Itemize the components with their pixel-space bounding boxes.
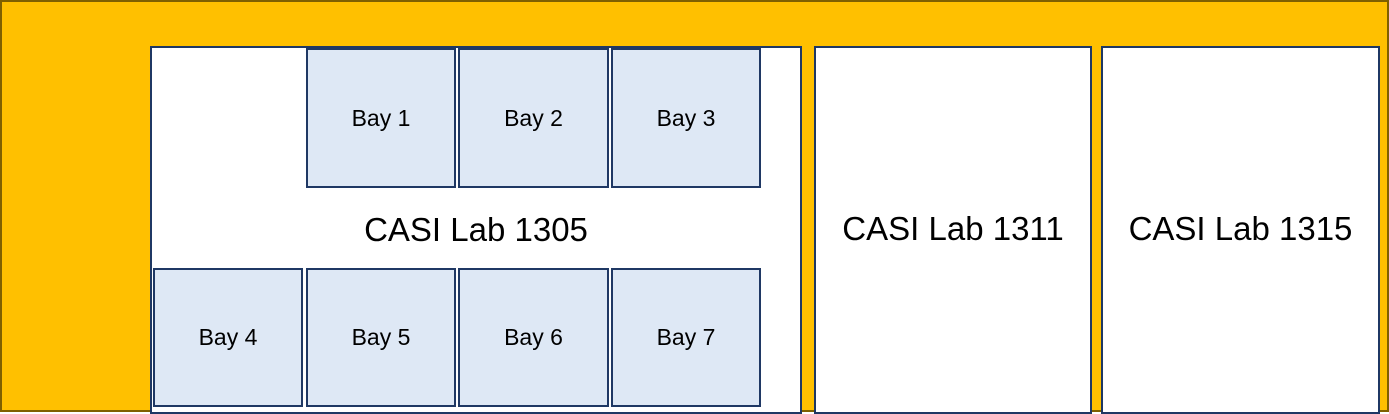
bay-1: Bay 1 bbox=[306, 48, 456, 188]
bay-4: Bay 4 bbox=[153, 268, 303, 407]
bay-6: Bay 6 bbox=[458, 268, 609, 407]
bay-label: Bay 7 bbox=[656, 324, 716, 350]
bay-label: Bay 3 bbox=[656, 104, 716, 131]
bay-3: Bay 3 bbox=[611, 48, 761, 188]
bay-7: Bay 7 bbox=[611, 268, 761, 407]
room-label: CASI Lab 1311 bbox=[842, 210, 1064, 247]
bay-label: Bay 1 bbox=[351, 104, 411, 131]
room-label: CASI Lab 1305 bbox=[364, 211, 588, 248]
bay-label: Bay 6 bbox=[504, 324, 563, 350]
bay-label: Bay 4 bbox=[198, 324, 258, 350]
bay-label: Bay 5 bbox=[351, 324, 411, 350]
room-label: CASI Lab 1315 bbox=[1128, 210, 1353, 247]
bay-label: Bay 2 bbox=[504, 104, 563, 131]
room-casi-lab-1311: CASI Lab 1311 bbox=[814, 46, 1092, 414]
room-casi-lab-1315: CASI Lab 1315 bbox=[1101, 46, 1380, 414]
bay-2: Bay 2 bbox=[458, 48, 609, 188]
bay-5: Bay 5 bbox=[306, 268, 456, 407]
